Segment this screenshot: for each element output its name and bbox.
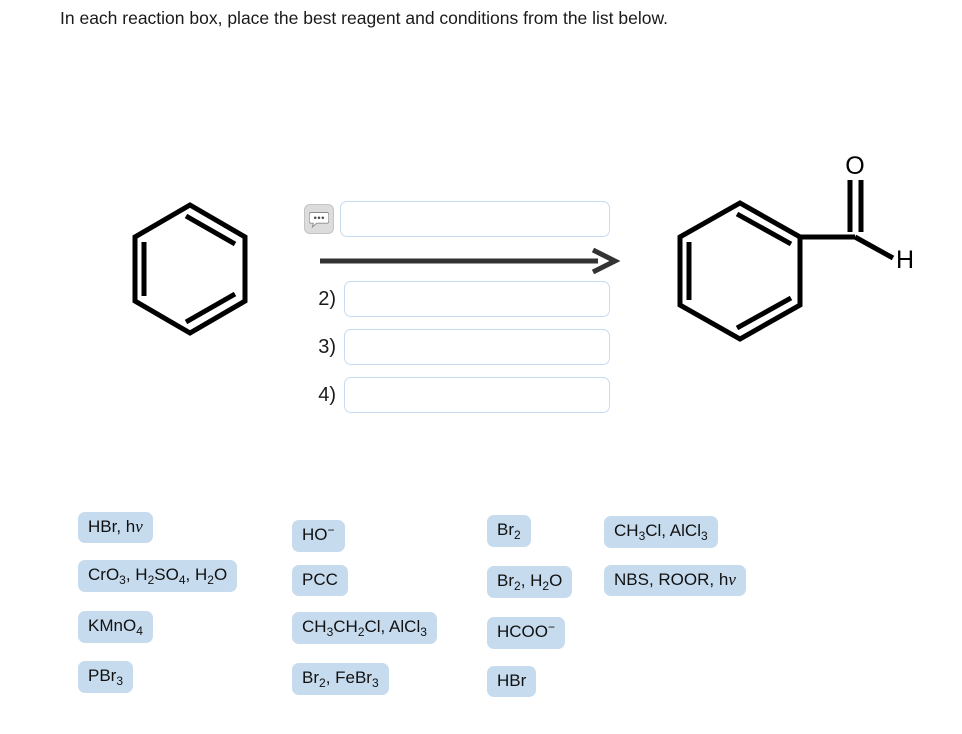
condition-row-1 bbox=[300, 200, 610, 238]
benzene-ring-outline bbox=[132, 202, 248, 336]
benzaldehyde-ring-outline bbox=[677, 200, 803, 342]
reagent-pill[interactable]: PBr3 bbox=[78, 661, 134, 693]
reactant-structure-benzene bbox=[100, 180, 280, 355]
reaction-conditions-panel: 2) 3) 4) bbox=[300, 200, 620, 420]
benzene-double-bond-upper-right bbox=[184, 213, 237, 247]
condition-row-2: 2) bbox=[300, 280, 610, 318]
hint-speech-bubble-button[interactable] bbox=[304, 204, 334, 234]
condition-input-3[interactable] bbox=[344, 329, 610, 365]
condition-input-4[interactable] bbox=[344, 377, 610, 413]
reagent-pill[interactable]: PCC bbox=[292, 565, 348, 596]
carbonyl-to-hydrogen-bond bbox=[853, 234, 895, 261]
benzaldehyde-double-bond-upper-right bbox=[735, 211, 793, 247]
reagent-pill[interactable]: Br2, FeBr3 bbox=[292, 663, 389, 695]
condition-row-4: 4) bbox=[300, 376, 610, 414]
reagent-pill[interactable]: NBS, ROOR, hν bbox=[604, 565, 746, 596]
condition-input-2[interactable] bbox=[344, 281, 610, 317]
reagent-pill[interactable]: Br2, H2O bbox=[487, 566, 573, 598]
reagent-pill[interactable]: HBr bbox=[487, 666, 537, 697]
condition-label-4: 4) bbox=[318, 383, 336, 406]
condition-input-1[interactable] bbox=[340, 201, 610, 237]
condition-label-3: 3) bbox=[318, 335, 336, 358]
benzaldehyde-double-bond-lower-right bbox=[735, 295, 793, 331]
condition-row-3: 3) bbox=[300, 328, 610, 366]
speech-bubble-icon bbox=[309, 211, 329, 228]
condition-label-2: 2) bbox=[318, 287, 336, 310]
reagent-pill[interactable]: HCOO− bbox=[487, 617, 566, 649]
question-prompt: In each reaction box, place the best rea… bbox=[60, 8, 669, 28]
reagent-pill[interactable]: HBr, hν bbox=[78, 512, 153, 543]
oxygen-label: O bbox=[845, 152, 864, 180]
benzaldehyde-svg: O H bbox=[677, 152, 914, 342]
reagent-pill[interactable]: HO− bbox=[292, 520, 345, 552]
reagent-pill[interactable]: CH3Cl, AlCl3 bbox=[604, 516, 718, 548]
reagent-pill[interactable]: Br2 bbox=[487, 515, 531, 547]
reagent-pill[interactable]: CH3CH2Cl, AlCl3 bbox=[292, 612, 437, 644]
product-structure-benzaldehyde: O H bbox=[650, 140, 920, 360]
benzene-double-bond-lower-right bbox=[184, 291, 237, 325]
reaction-arrow-icon bbox=[320, 248, 620, 274]
reagent-pill[interactable]: CrO3, H2SO4, H2O bbox=[78, 560, 238, 592]
hydrogen-label: H bbox=[896, 246, 914, 274]
benzene-svg bbox=[132, 202, 248, 336]
reagent-pill[interactable]: KMnO4 bbox=[78, 611, 153, 643]
